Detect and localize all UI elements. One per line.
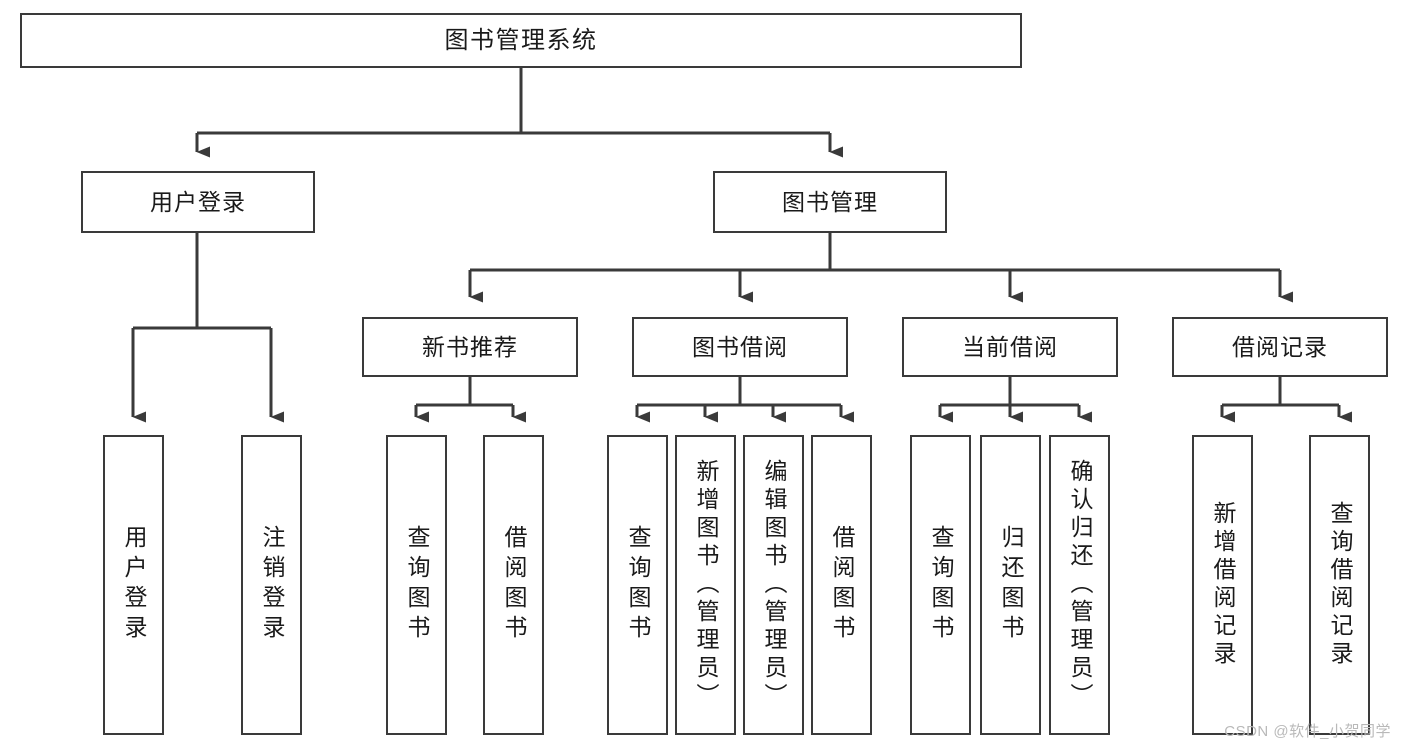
leaf-user-login[interactable]: 用户登录	[103, 435, 164, 735]
leaf-query-borrow-record[interactable]: 查询借阅记录	[1309, 435, 1370, 735]
leaf-borrow-book[interactable]: 借阅图书	[811, 435, 872, 735]
node-label: 编辑图书（管理员）	[761, 459, 787, 711]
leaf-confirm-return-admin[interactable]: 确认归还（管理员）	[1049, 435, 1110, 735]
leaf-edit-book-admin[interactable]: 编辑图书（管理员）	[743, 435, 804, 735]
node-label: 注销登录	[259, 525, 285, 645]
node-label: 归还图书	[998, 525, 1024, 645]
node-user-login[interactable]: 用户登录	[81, 171, 315, 233]
leaf-add-borrow-record[interactable]: 新增借阅记录	[1192, 435, 1253, 735]
node-root-book-management-system[interactable]: 图书管理系统	[20, 13, 1022, 68]
node-label: 查询图书	[928, 525, 954, 645]
leaf-query-book-new-recommend[interactable]: 查询图书	[386, 435, 447, 735]
leaf-query-book-current[interactable]: 查询图书	[910, 435, 971, 735]
leaf-query-book-borrow[interactable]: 查询图书	[607, 435, 668, 735]
node-label: 查询图书	[625, 525, 651, 645]
node-label: 新增借阅记录	[1210, 501, 1236, 669]
node-label: 查询借阅记录	[1327, 501, 1353, 669]
csdn-watermark: CSDN @软件_小贺同学	[1224, 723, 1391, 740]
leaf-logout[interactable]: 注销登录	[241, 435, 302, 735]
node-label: 确认归还（管理员）	[1067, 459, 1093, 711]
node-label: 新书推荐	[422, 333, 518, 360]
node-book-borrow[interactable]: 图书借阅	[632, 317, 848, 377]
leaf-borrow-book-new-recommend[interactable]: 借阅图书	[483, 435, 544, 735]
leaf-return-book[interactable]: 归还图书	[980, 435, 1041, 735]
node-label: 借阅图书	[501, 525, 527, 645]
node-label: 用户登录	[121, 525, 147, 645]
node-label: 借阅图书	[829, 525, 855, 645]
node-label: 图书管理	[782, 188, 878, 215]
node-current-borrow[interactable]: 当前借阅	[902, 317, 1118, 377]
node-label: 查询图书	[404, 525, 430, 645]
node-new-book-recommend[interactable]: 新书推荐	[362, 317, 578, 377]
node-label: 借阅记录	[1232, 333, 1328, 360]
node-label: 用户登录	[150, 188, 246, 215]
node-book-management[interactable]: 图书管理	[713, 171, 947, 233]
node-label: 图书借阅	[692, 333, 788, 360]
node-borrow-record[interactable]: 借阅记录	[1172, 317, 1388, 377]
node-label: 图书管理系统	[444, 26, 598, 54]
leaf-add-book-admin[interactable]: 新增图书（管理员）	[675, 435, 736, 735]
node-label: 新增图书（管理员）	[693, 459, 719, 711]
node-label: 当前借阅	[962, 333, 1058, 360]
